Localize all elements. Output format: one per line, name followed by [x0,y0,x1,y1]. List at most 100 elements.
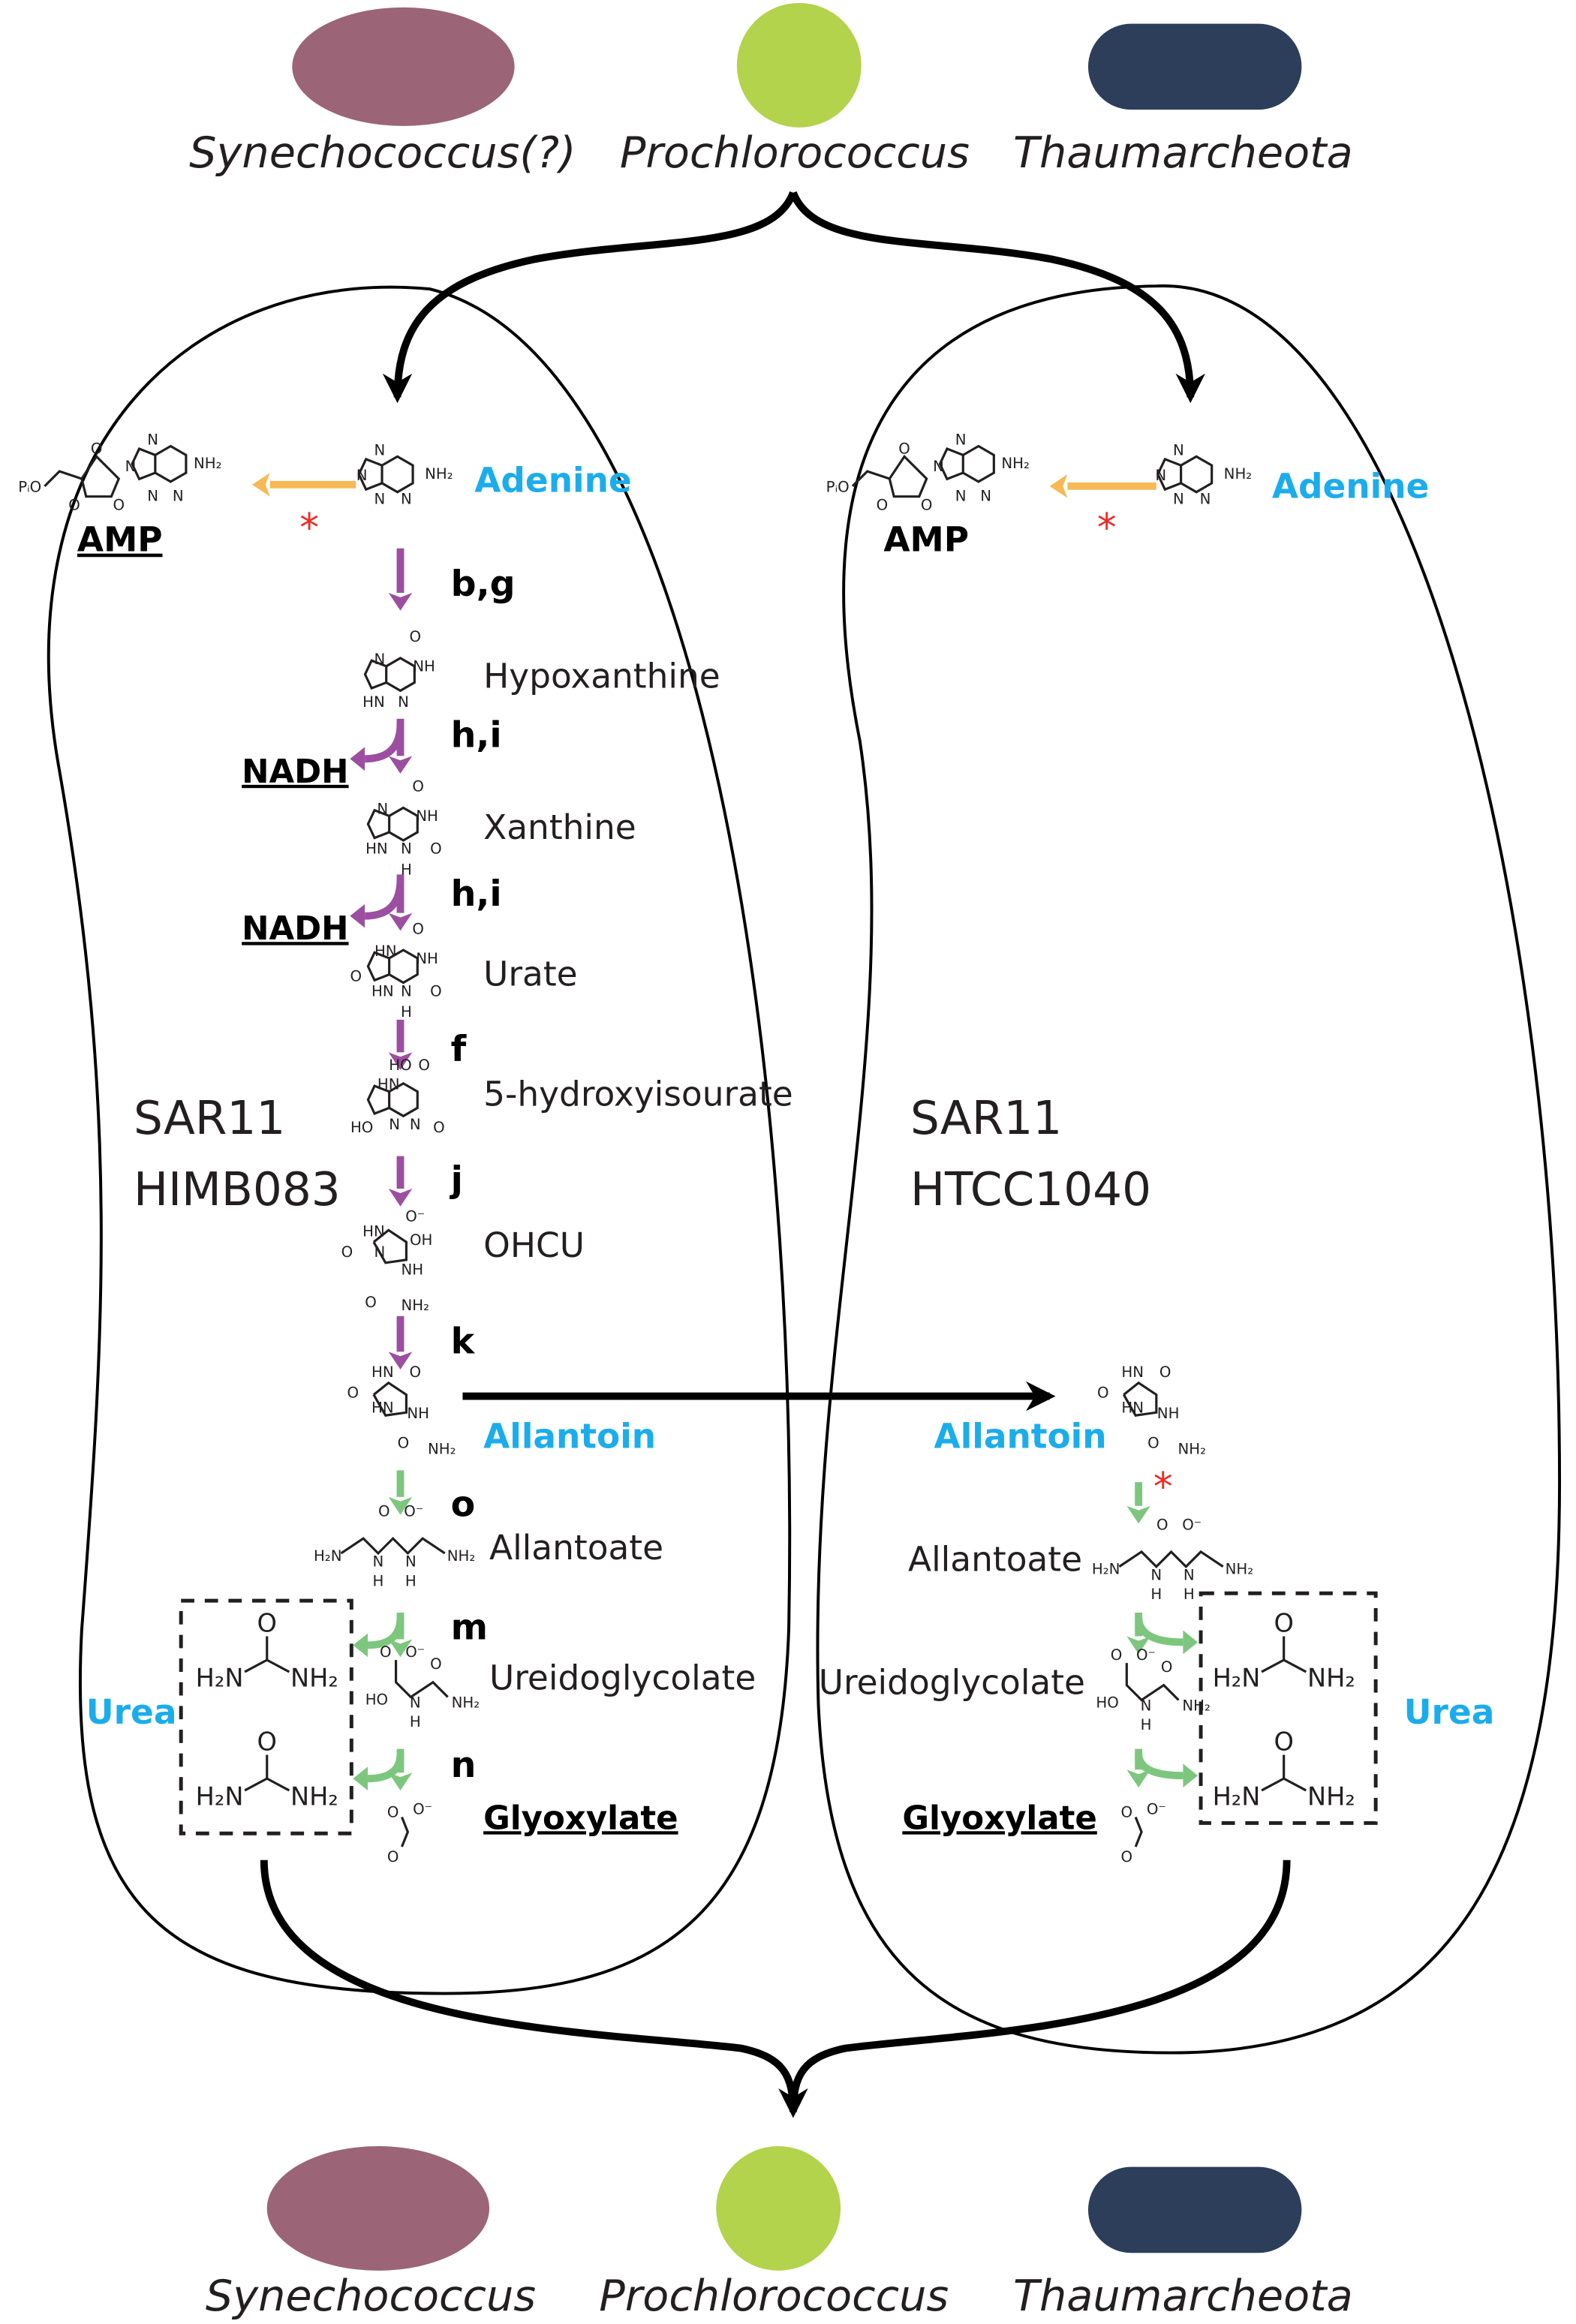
hypoxanthine-atom: HN [362,693,385,711]
arrow-allantoate-right-branch-head [1183,1630,1199,1655]
arrow-ureidoglycolate-right-branch-curve [1135,1753,1184,1780]
hydroxyisourate-atom: N [389,1116,400,1133]
compound-5-hydroxyisourate: 5-hydroxyisourate [483,1074,793,1114]
amp-left-hexagon [154,444,188,483]
allantoin-atom: O [347,1384,359,1402]
urea-left-1-atom: O [257,1609,277,1638]
synechococcus-icon [292,7,515,126]
allantoate-left-atom: NH₂ [447,1547,476,1565]
organisms-bottom: Synechococcus Prochlorococcus Thaumarche… [206,2145,1353,2321]
amp-right-atom: N [955,431,967,449]
strain-label-htcc1040: HTCC1040 [910,1163,1151,1216]
adenine-right-pentagon [1156,457,1182,492]
urea-left-1-bonds [244,1658,290,1673]
arrow-step-n-head [388,1772,413,1790]
ohcu-atom: O [341,1243,353,1261]
adenine-right-atom: N [1155,467,1166,484]
compound-allantoin-left: Allantoin [483,1417,656,1457]
ureidoglycolate-left-atom: O [430,1655,442,1673]
xanthine-atom: O [412,778,424,795]
arrow-adenine-to-amp-right [1049,474,1156,498]
amp-right-atom: O [877,496,889,513]
ureidoglycolate-right-atom: O [1161,1658,1173,1676]
ureidoglycolate-right-atom: HO [1096,1694,1118,1711]
step-label-k: k [451,1321,476,1362]
urate-atom: N [401,982,412,1000]
urate-atom: HN [371,982,394,1000]
allantoate-right-atom: O⁻ [1182,1516,1202,1533]
allantoate-left-atom: H [372,1572,383,1589]
hydroxyisourate-atom: O [418,1057,430,1074]
compound-xanthine: Xanthine [483,807,636,847]
arrow-step-n-branch-head [353,1766,368,1790]
compound-allantoate-left: Allantoate [489,1528,663,1568]
ureidoglycolate-left-atom: N [410,1694,421,1711]
nadh-label-1: NADH [242,753,348,791]
compound-hypoxanthine: Hypoxanthine [483,656,720,696]
allantoate-right-atom: H₂N [1092,1561,1120,1578]
glyoxylate-right-atom: O⁻ [1147,1801,1166,1818]
step-label-hi-1: h,i [451,714,502,756]
organism-label-thaumarcheota: Thaumarcheota [1013,2271,1353,2321]
ureidoglycolate-left-atom: O⁻ [405,1643,425,1661]
hydroxyisourate-atom: N [410,1116,421,1133]
glyoxylate-left-atom: O [387,1848,399,1866]
reaction-arrows [251,473,1199,1790]
glyoxylate-left-bonds [401,1816,410,1847]
xanthine-atom: NH [416,807,438,825]
ureidoglycolate-left-atom: H [410,1713,421,1730]
allantoate-left-atom: H₂N [314,1547,342,1565]
adenine-left-atom: N [356,467,368,484]
allantoate-left-atom: N [405,1553,417,1571]
asterisk-right-allantoin: * [1153,1465,1173,1510]
adenine-right-atom: N [1173,441,1184,458]
ohcu-atom: NH [401,1261,423,1279]
arrow-step-hi-1-branch [350,723,405,771]
hypoxanthine-atom: N [374,651,385,668]
allantoate-right-atom: O [1156,1516,1168,1533]
adenine-right-atom: N [1173,491,1184,508]
amp-left-atom: O [113,496,125,513]
arrow-step-hi-1-branch-curve [364,723,405,763]
hydroxyisourate-atom: HO [389,1057,411,1074]
organism-label-synechococcus: Synechococcus [206,2271,536,2321]
urea-label-left: Urea [86,1692,177,1732]
ureidoglycolate-right-bonds [1125,1663,1180,1702]
ohcu-atom: O⁻ [405,1208,425,1225]
arrow-step-hi-2-branch-curve [364,879,405,920]
arrow-step-m-branch [353,1616,405,1658]
left-pathway-labels: Adenine AMP * NADH NADH b,g h,i h,i f j … [77,461,793,1838]
allantoin-right-atom: NH [1157,1405,1180,1422]
adenine-left-atom: N [401,491,412,508]
hydroxyisourate-atom: HN [377,1076,400,1093]
step-label-j: j [450,1159,463,1201]
arrow-step-n-branch-curve [367,1753,405,1783]
hydroxyisourate-atom: HO [350,1119,373,1136]
amp-left-atom: O [68,496,80,513]
glyoxylate-structure-left: O⁻OO [387,1801,432,1866]
allantoate-left-bonds [340,1536,446,1556]
amp-left-atom: NH₂ [194,455,222,472]
adenine-label-left: Adenine [474,461,631,501]
urea-box-right [1199,1591,1378,1825]
compound-glyoxylate-right: Glyoxylate [902,1799,1096,1837]
amp-right-atom: O [898,440,910,457]
allantoate-left-atom: N [372,1553,383,1571]
arrow-allantoate-right-branch-curve [1135,1616,1184,1646]
ureidoglycolate-left-atom: O [380,1643,392,1661]
compound-ureidoglycolate-right: Ureidoglycolate [819,1663,1085,1703]
strain-label-himb083: HIMB083 [134,1163,341,1216]
arrow-adenine-to-amp-right-head [1049,474,1068,498]
allantoin-right-atom: O [1159,1363,1171,1381]
amp-right-hexagon [961,444,995,483]
arrow-step-j [388,1156,413,1207]
transfer-arrows [260,191,1291,2118]
